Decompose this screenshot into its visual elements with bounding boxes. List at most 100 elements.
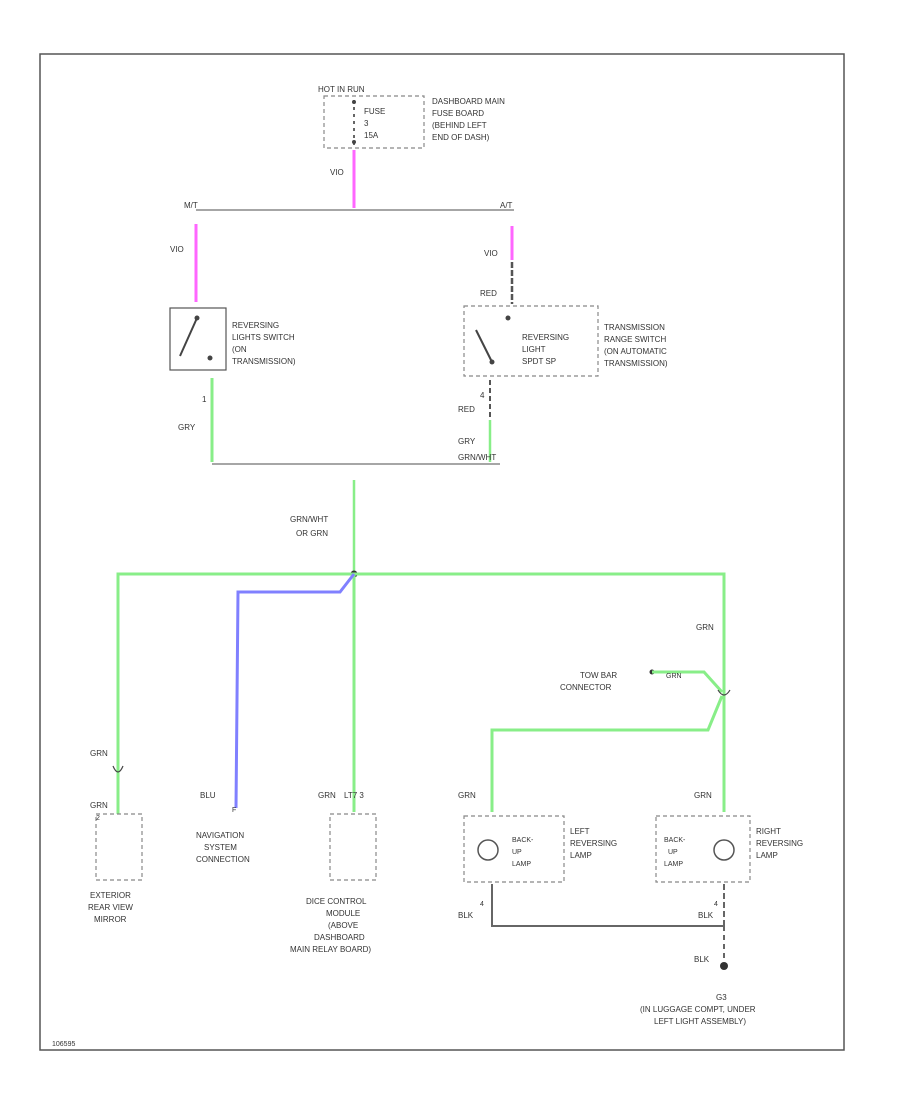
wire-label-grnwht: GRN/WHT	[458, 453, 496, 462]
range-inner-2: LIGHT	[522, 345, 546, 354]
ground-label-1: G3	[716, 993, 727, 1002]
diagram-frame	[39, 53, 845, 1051]
wire-label-orgrn: OR GRN	[296, 529, 328, 538]
wire-green-left-lamp-feed	[490, 695, 724, 812]
rev-switch-label-4: TRANSMISSION)	[232, 357, 296, 366]
dice-box	[329, 813, 377, 881]
wire-green-right-run	[354, 572, 726, 812]
range-inner-3: SPDT SP	[522, 357, 556, 366]
wire-label-vio-top: VIO	[330, 168, 344, 177]
wire-blue-navigation	[234, 573, 356, 809]
ground-label-2: (IN LUGGAGE COMPT, UNDER	[640, 1005, 756, 1014]
right-lamp-bulb	[713, 839, 735, 861]
wire-label-blu: BLU	[200, 791, 216, 800]
wire-green-tow-bar	[652, 670, 724, 694]
range-switch-contact-top	[505, 315, 511, 321]
wire-label-1: 1	[202, 395, 207, 404]
wire-label-vio-right: VIO	[484, 249, 498, 258]
range-switch-box	[463, 305, 599, 377]
dice-label-5: MAIN RELAY BOARD)	[290, 945, 371, 954]
dice-label-2: MODULE	[326, 909, 360, 918]
right-lamp-box	[655, 815, 751, 883]
nav-label-3: CONNECTION	[196, 855, 250, 864]
fuse-block: HOT IN RUN FUSE 3 15A DASHBOARD MAIN FUS…	[318, 85, 505, 149]
wire-label-grn-right-lamp: GRN	[694, 791, 712, 800]
right-lamp-inner-1: BACK-	[664, 837, 686, 844]
left-lamp-outer-2: REVERSING	[570, 839, 617, 848]
fuse-number: 3	[364, 119, 369, 128]
right-lamp-inner-2: UP	[668, 849, 678, 856]
rev-switch-label-1: REVERSING	[232, 321, 279, 330]
dice-label-3: (ABOVE	[328, 921, 358, 930]
range-outer-2: RANGE SWITCH	[604, 335, 666, 344]
mirror-pin: 2	[96, 815, 100, 822]
range-outer-3: (ON AUTOMATIC	[604, 347, 667, 356]
left-lamp-outer-3: LAMP	[570, 851, 592, 860]
fuse-desc-1: DASHBOARD MAIN	[432, 97, 505, 106]
wire-label-vio-left: VIO	[170, 245, 184, 254]
fuse-desc-2: FUSE BOARD	[432, 109, 484, 118]
mirror-label-1: EXTERIOR	[90, 891, 131, 900]
dice-label-4: DASHBOARD	[314, 933, 365, 942]
reversing-lights-switch: REVERSING LIGHTS SWITCH (ON TRANSMISSION…	[169, 307, 296, 371]
fuse-desc-4: END OF DASH)	[432, 133, 490, 142]
rev-switch-label-3: (ON	[232, 345, 247, 354]
wire-label-grn-mirror: GRN	[90, 801, 108, 810]
tow-bar-label-2: CONNECTOR	[560, 683, 612, 692]
diagram-code: 106595	[52, 1041, 75, 1048]
ground-label-3: LEFT LIGHT ASSEMBLY)	[654, 1017, 746, 1026]
left-lamp-pin-bottom: 4	[480, 901, 484, 908]
dice-pin: LT7 3	[344, 791, 364, 800]
label-at: A/T	[500, 201, 513, 210]
wire-label-grn-right: GRY	[458, 437, 476, 446]
mirror-connector-mark	[112, 765, 124, 773]
wire-label-grn-trail: GRN	[666, 673, 682, 680]
wire-label-red: RED	[480, 289, 497, 298]
mirror-box	[95, 813, 143, 881]
ground-point	[720, 962, 728, 970]
transmission-range-switch: REVERSING LIGHT SPDT SP TRANSMISSION RAN…	[463, 305, 668, 377]
fuse-rating: 15A	[364, 131, 379, 140]
fuse-terminal-bottom	[352, 140, 356, 144]
label-mt: M/T	[184, 201, 198, 210]
right-lamp-pin-bottom: 4	[714, 901, 718, 908]
rev-switch-label-2: LIGHTS SWITCH	[232, 333, 295, 342]
range-inner-1: REVERSING	[522, 333, 569, 342]
wire-label-blk-right: BLK	[698, 911, 714, 920]
wire-label-grnwht-trunk: GRN/WHT	[290, 515, 328, 524]
tow-splice-mark	[717, 689, 731, 696]
nav-pin: F	[232, 807, 236, 814]
wire-label-gry-left: GRY	[178, 423, 196, 432]
right-lamp-outer-2: REVERSING	[756, 839, 803, 848]
range-outer-4: TRANSMISSION)	[604, 359, 668, 368]
fuse-hot-in-run-label: HOT IN RUN	[318, 85, 365, 94]
rev-switch-contact-bottom	[207, 355, 213, 361]
wire-label-grn-left-lamp: GRN	[458, 791, 476, 800]
fuse-terminal-top	[352, 100, 356, 104]
left-lamp-box	[463, 815, 565, 883]
wire-green-left-run	[116, 572, 354, 814]
rev-switch-blade	[179, 317, 198, 357]
left-lamp-bulb	[477, 839, 499, 861]
wire-ground-left	[491, 884, 724, 927]
right-lamp-outer-3: LAMP	[756, 851, 778, 860]
wire-label-red-lower: RED	[458, 405, 475, 414]
rev-switch-box	[169, 307, 227, 371]
fuse-box	[323, 95, 425, 149]
dice-label-1: DICE CONTROL	[306, 897, 367, 906]
left-lamp-outer-1: LEFT	[570, 827, 590, 836]
left-lamp-inner-3: LAMP	[512, 861, 531, 868]
wire-label-blk-left: BLK	[458, 911, 474, 920]
pin-label-4: 4	[480, 391, 485, 400]
left-lamp-inner-2: UP	[512, 849, 522, 856]
mirror-label-3: MIRROR	[94, 915, 127, 924]
wire-label-grn-drop: GRN	[696, 623, 714, 632]
wire-label-grn-dice: GRN	[318, 791, 336, 800]
right-lamp-outer-1: RIGHT	[756, 827, 781, 836]
right-lamp-inner-3: LAMP	[664, 861, 683, 868]
tow-bar-connector: TOW BAR CONNECTOR GRN	[560, 669, 724, 694]
fuse-label: FUSE	[364, 107, 385, 116]
left-lamp-inner-1: BACK-	[512, 837, 534, 844]
fuse-desc-3: (BEHIND LEFT	[432, 121, 487, 130]
